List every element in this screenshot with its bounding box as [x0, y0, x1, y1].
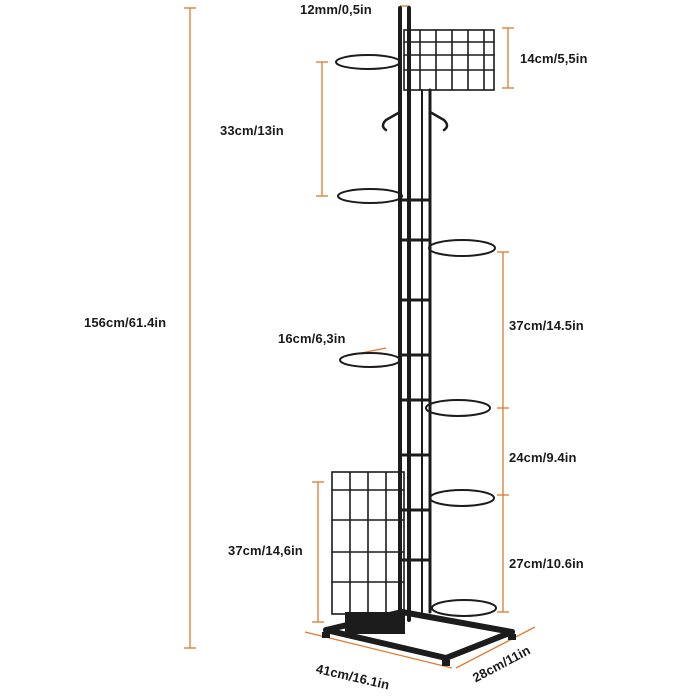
total-height-label: 156cm/61.4in — [84, 315, 167, 330]
bottom-gap-label: 27cm/10.6in — [509, 556, 584, 571]
lower-gap-label: 24cm/9.4in — [509, 450, 577, 465]
rack-frame — [322, 6, 516, 666]
base-plate — [345, 612, 405, 634]
bottom-basket-height-label: 37cm/14,6in — [228, 543, 303, 558]
tube-width-label: 12mm/0,5in — [300, 2, 372, 17]
ball-rings — [335, 54, 497, 617]
dimension-lines — [184, 5, 536, 669]
mid-gap-label: 37cm/14.5in — [509, 318, 584, 333]
bottom-basket — [331, 471, 405, 615]
ring-depth-label: 16cm/6,3in — [278, 331, 346, 346]
top-basket-height-label: 14cm/5,5in — [520, 51, 588, 66]
upper-gap-label: 33cm/13in — [220, 123, 284, 138]
top-basket — [403, 29, 495, 91]
